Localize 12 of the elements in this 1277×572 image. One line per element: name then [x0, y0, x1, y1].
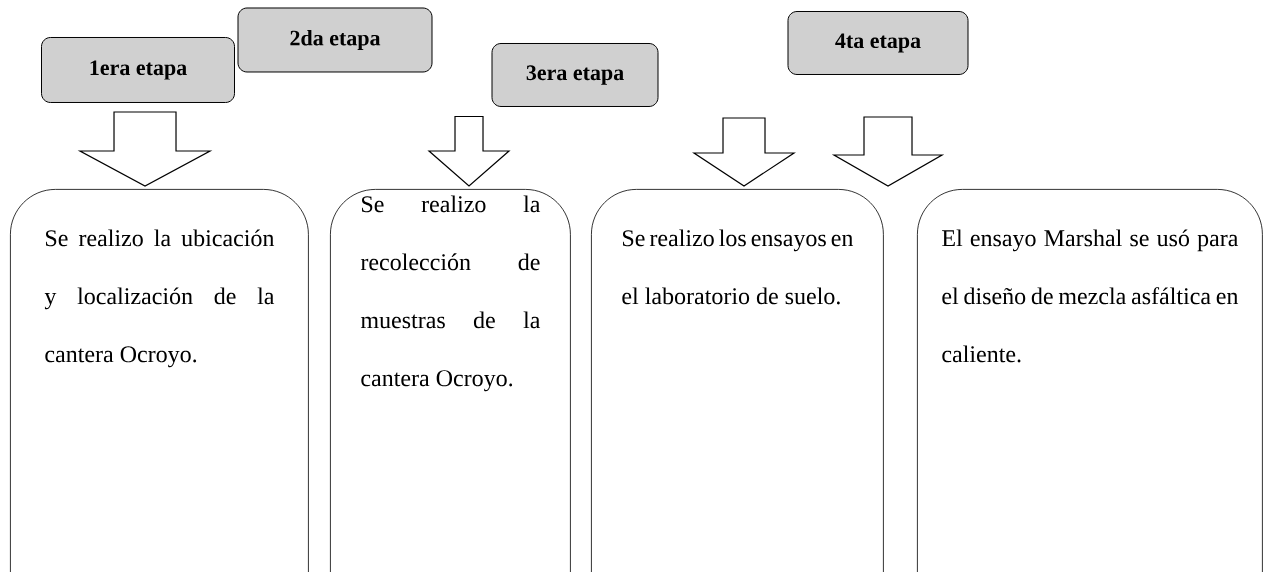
block-arrow: [77, 111, 213, 187]
block-arrow: [831, 116, 945, 187]
stage-header: 2da etapa: [237, 7, 433, 73]
stage-header: 3era etapa: [491, 43, 659, 107]
description-box: Se realizo la ubicación y localización de la cantera Ocroyo.: [10, 189, 309, 572]
description-box: El ensayo Marshal se usó para el diseño de mezcla asfáltica en caliente.: [917, 189, 1263, 572]
description-box: Se realizo los ensayos en el laboratorio de suelo.: [591, 189, 884, 572]
stage-header: 4ta etapa: [787, 11, 969, 75]
block-arrow: [427, 115, 511, 187]
block-arrow: [692, 117, 796, 187]
description-box: Se realizo la recolección de muestras de la cantera Ocroyo.: [330, 189, 571, 572]
stage-header: 1era etapa: [41, 37, 235, 103]
